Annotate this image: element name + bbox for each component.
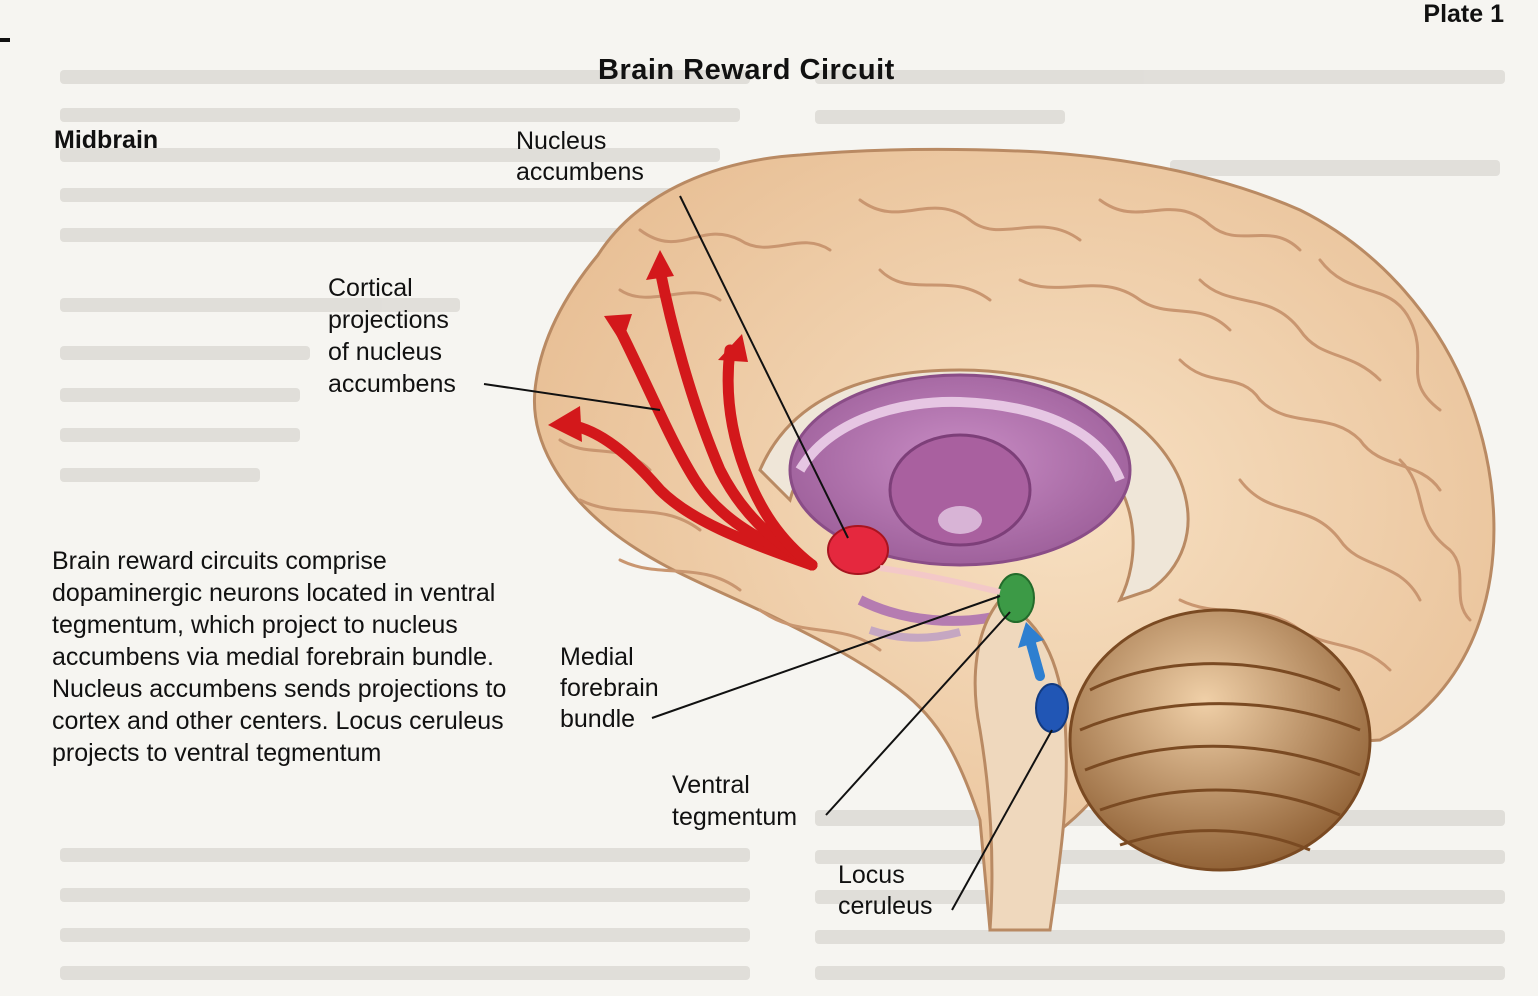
nucleus-accumbens [828,526,888,574]
label-ventral-tegmentum: Ventral tegmentum [672,769,797,833]
diagram-caption: Brain reward circuits comprise dopaminer… [52,545,522,769]
label-midbrain: Midbrain [54,124,158,156]
label-medial-forebrain-bundle: Medial forebrain bundle [560,642,659,735]
cerebellum [1070,610,1370,870]
label-nucleus-accumbens: Nucleus accumbens [516,126,644,188]
ventral-tegmentum [998,574,1034,622]
locus-ceruleus [1036,684,1068,732]
label-cortical-projections: Cortical projections of nucleus accumben… [328,272,456,400]
label-locus-ceruleus: Locus ceruleus [838,860,933,922]
